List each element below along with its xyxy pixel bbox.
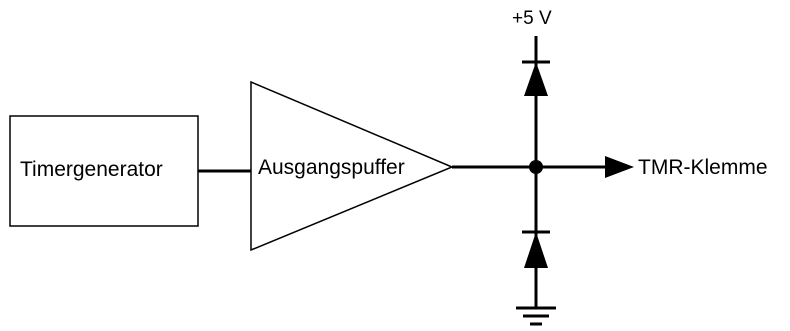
timer-generator-label: Timergenerator [20,158,163,181]
tmr-terminal-label: TMR-Klemme [638,156,768,179]
output-buffer-triangle [250,80,454,252]
upper-clamp-diode-icon [522,60,550,96]
lower-clamp-diode-icon [522,230,550,268]
output-buffer-label: Ausgangspuffer [258,156,405,179]
supply-voltage-label: +5 V [512,8,552,29]
output-arrowhead-icon [605,156,634,178]
ground-icon [516,306,556,326]
